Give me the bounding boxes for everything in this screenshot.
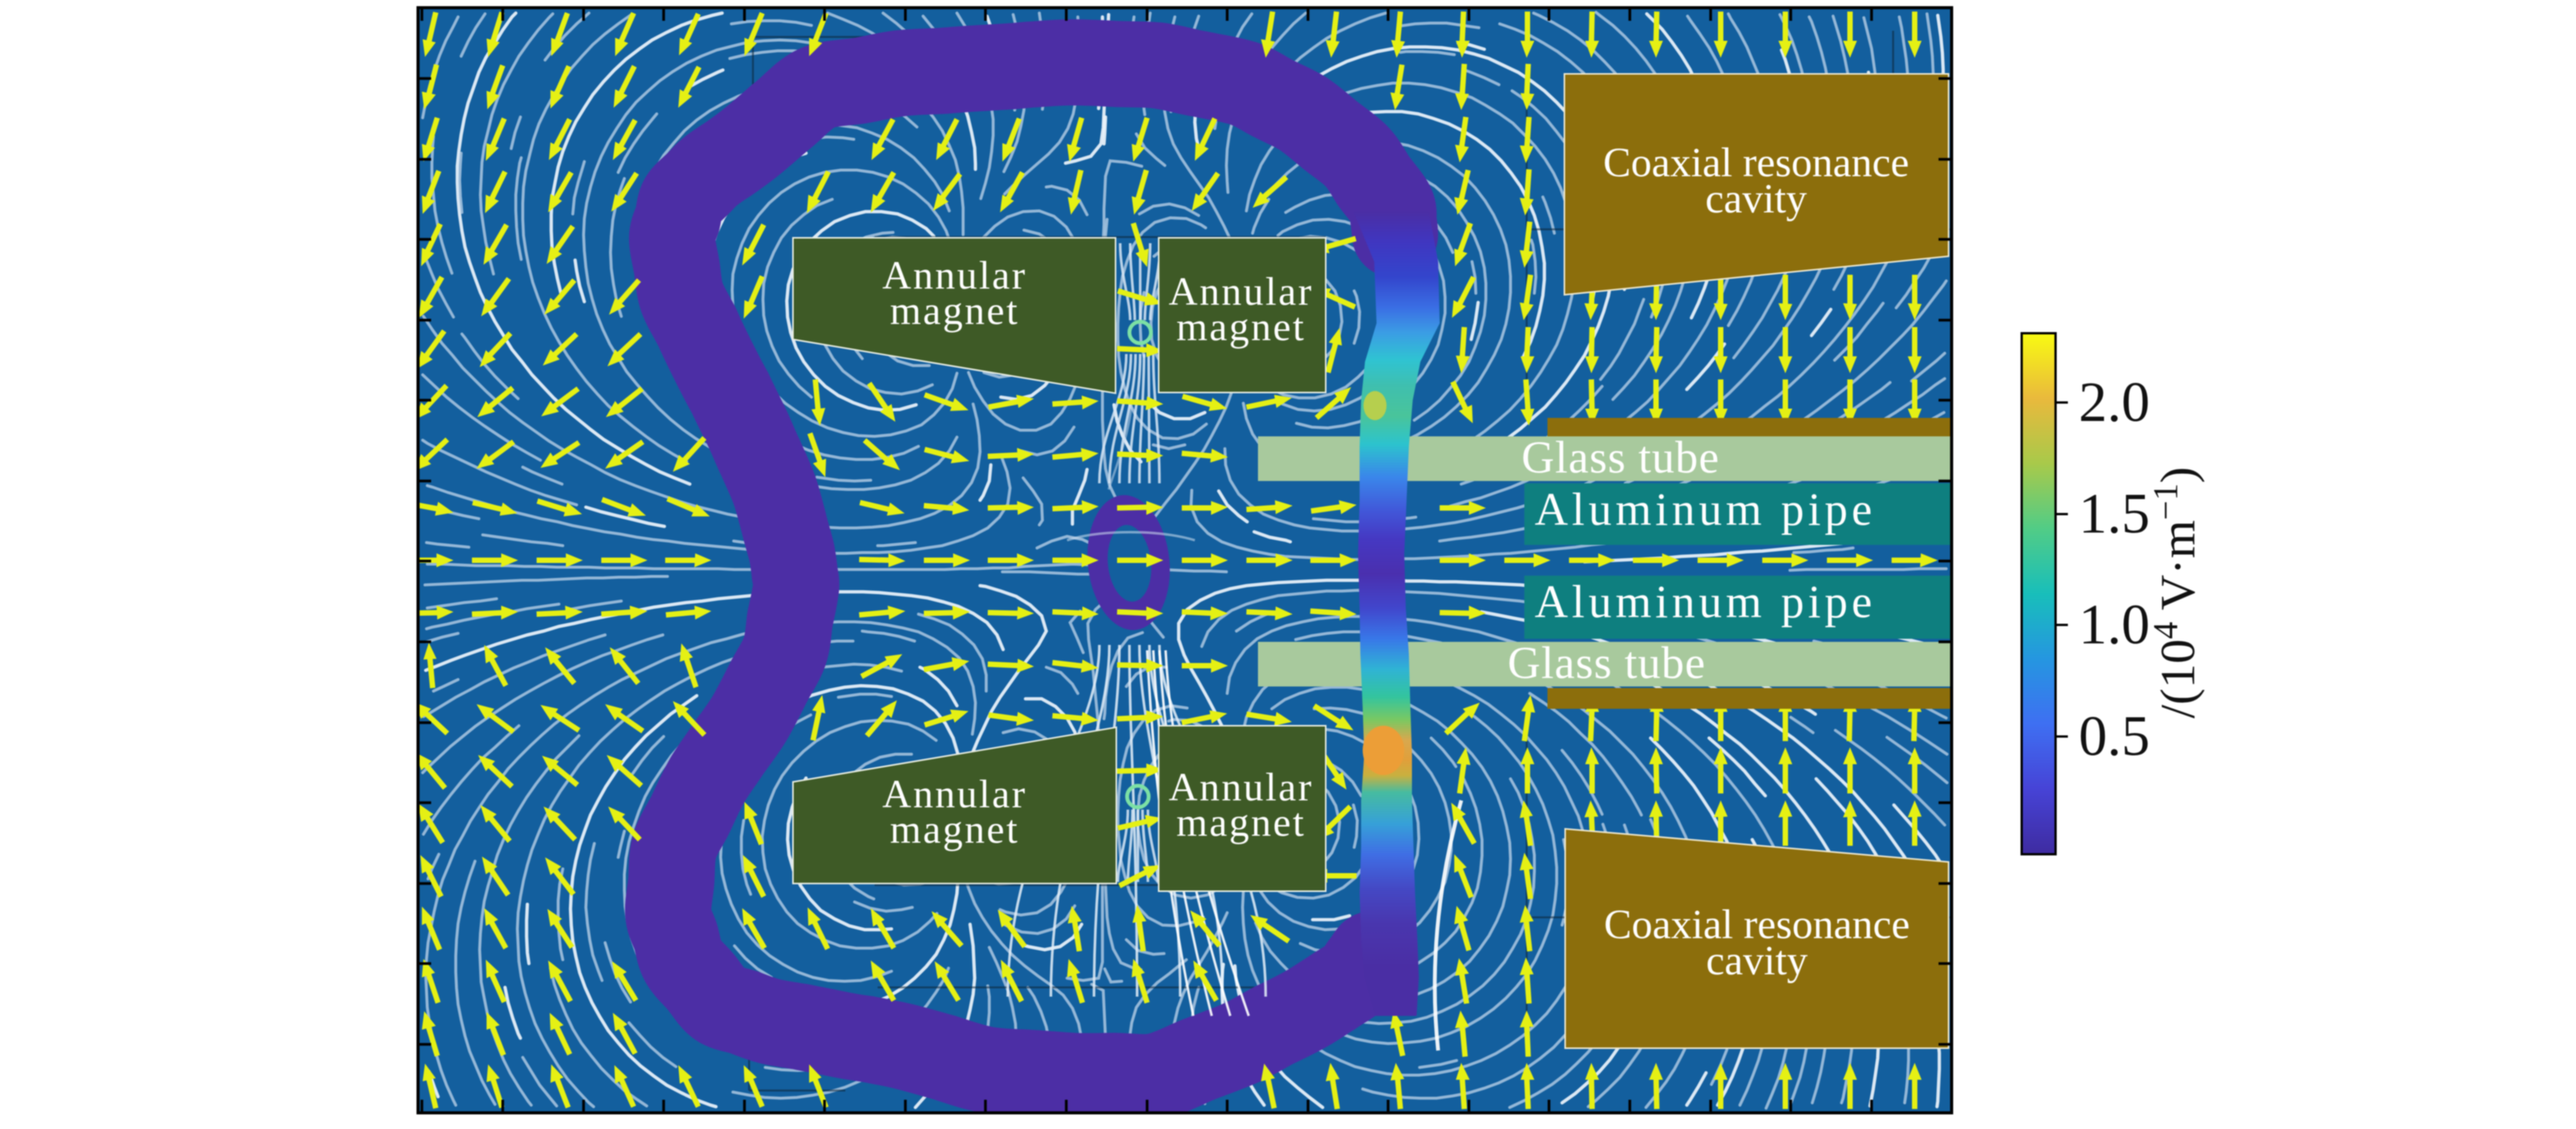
svg-text:Coaxial resonance: Coaxial resonance [1603, 139, 1909, 185]
svg-text:1.0: 1.0 [2079, 593, 2150, 656]
svg-text:magnet: magnet [1176, 306, 1306, 349]
svg-text:magnet: magnet [1176, 801, 1306, 845]
svg-text:Aluminum pipe: Aluminum pipe [1534, 484, 1875, 535]
svg-text:2.0: 2.0 [2079, 371, 2150, 434]
svg-text:0.5: 0.5 [2079, 705, 2150, 768]
svg-text:Annular: Annular [1169, 270, 1313, 314]
svg-text:Glass tube: Glass tube [1507, 637, 1705, 688]
svg-text:1.5: 1.5 [2079, 483, 2150, 546]
svg-text:magnet: magnet [890, 289, 1019, 333]
svg-text:cavity: cavity [1705, 175, 1807, 222]
svg-text:magnet: magnet [890, 808, 1019, 852]
svg-text:Glass tube: Glass tube [1521, 432, 1719, 483]
svg-text:Aluminum pipe: Aluminum pipe [1534, 576, 1875, 627]
svg-text:Annular: Annular [882, 773, 1027, 817]
svg-text:cavity: cavity [1706, 937, 1808, 984]
svg-text:Annular: Annular [882, 254, 1027, 298]
svg-text:Annular: Annular [1169, 766, 1313, 810]
svg-text:Coaxial resonance: Coaxial resonance [1604, 901, 1909, 947]
